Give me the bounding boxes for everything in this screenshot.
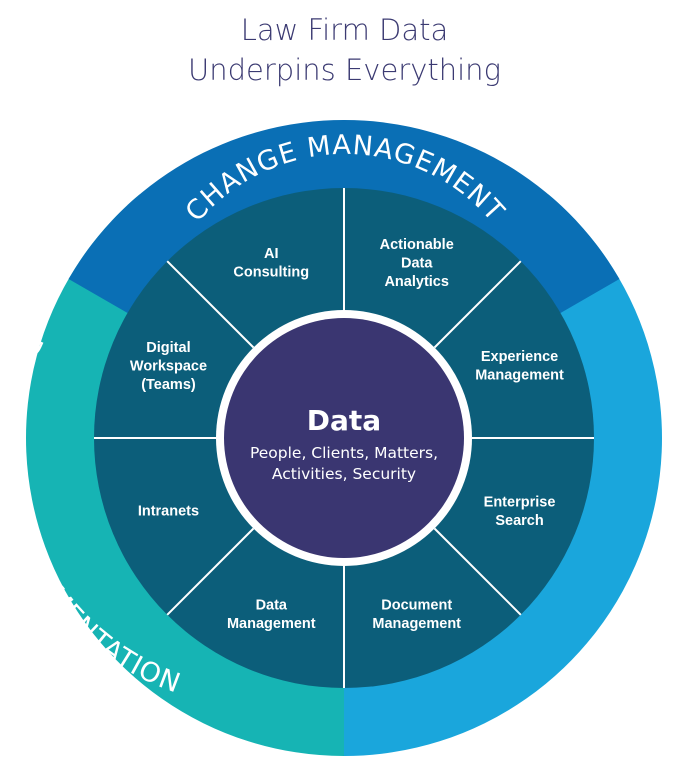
segment-label-line: Intranets xyxy=(138,504,199,520)
segment-dividers xyxy=(94,188,594,688)
segment-label-line: Management xyxy=(475,368,564,384)
change-management-ring xyxy=(68,120,620,314)
core-subtitle-line-2: Activities, Security xyxy=(272,465,416,483)
data-core xyxy=(224,318,464,558)
segment-label-line: Experience xyxy=(481,349,558,365)
segment-ai-consulting: AI Consulting xyxy=(233,246,309,281)
segment-label-line: Workspace xyxy=(130,358,207,374)
title-line-1: Law Firm Data xyxy=(240,13,449,47)
segment-label-line: Management xyxy=(227,616,316,632)
segment-divider xyxy=(166,260,255,349)
strategic-advice-label: STRATEGIC ADVICE xyxy=(657,283,689,546)
segment-label-line: Management xyxy=(372,616,461,632)
segment-divider xyxy=(433,260,522,349)
segment-divider xyxy=(166,527,255,616)
core-subtitle-line-1: People, Clients, Matters, xyxy=(250,444,438,462)
segment-label-line: Document xyxy=(381,597,452,613)
segment-label-line: Data xyxy=(256,597,288,613)
segment-label-line: (Teams) xyxy=(141,377,196,393)
title-line-2: Underpins Everything xyxy=(188,53,501,87)
segment-label-line: Actionable xyxy=(380,237,454,253)
segment-label-line: AI xyxy=(264,246,279,262)
page-title: Law Firm Data Underpins Everything xyxy=(0,10,689,90)
segment-label-line: Search xyxy=(495,513,543,529)
core-title: Data xyxy=(307,404,381,437)
segment-label-line: Analytics xyxy=(384,274,448,290)
segment-label-line: Digital xyxy=(146,340,190,356)
segment-divider xyxy=(433,527,522,616)
segment-label-line: Data xyxy=(401,255,433,271)
strategic-advice-ring xyxy=(344,194,662,756)
segment-label-line: Consulting xyxy=(233,265,309,281)
segment-intranets: Intranets xyxy=(138,504,199,520)
design-implementation-ring xyxy=(26,194,345,756)
outer-ring xyxy=(26,120,662,756)
segment-label-line: Enterprise xyxy=(484,494,556,510)
